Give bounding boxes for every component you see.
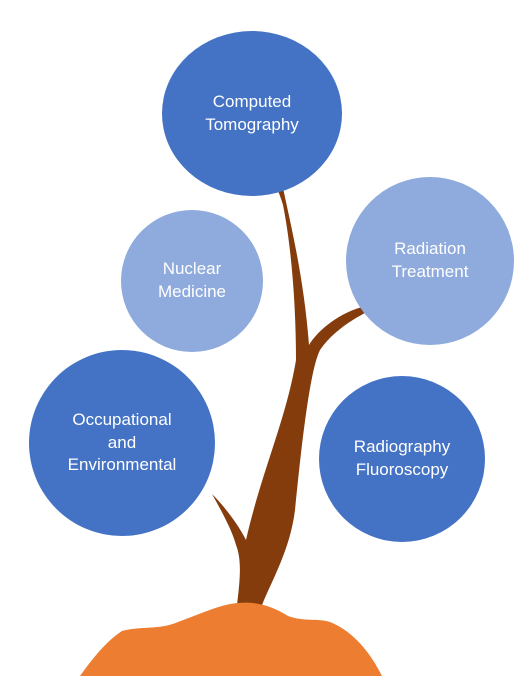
node-label: Occupational and Environmental: [67, 409, 177, 475]
ground-mound: [80, 602, 382, 676]
node-radiation-treatment: Radiation Treatment: [346, 177, 514, 345]
node-computed-tomography: Computed Tomography: [162, 31, 342, 196]
node-label: Computed Tomography: [205, 91, 299, 134]
node-label: Radiation Treatment: [391, 239, 469, 281]
node-label: Nuclear Medicine: [157, 259, 227, 301]
tree-trunk: [212, 176, 380, 605]
node-occupational-environmental: Occupational and Environmental: [29, 350, 215, 536]
node-label: Radiography Fluoroscopy: [353, 437, 451, 479]
node-nuclear-medicine: Nuclear Medicine: [121, 210, 263, 352]
node-radiography-fluoroscopy: Radiography Fluoroscopy: [319, 376, 485, 542]
